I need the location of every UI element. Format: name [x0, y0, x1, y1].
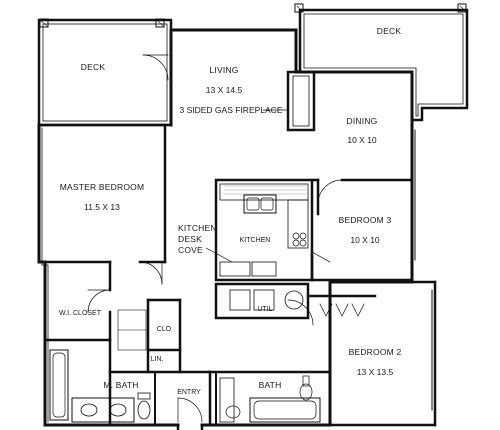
- wi-closet-label: W.I. CLOSET: [58, 310, 102, 317]
- master-bath: [49, 338, 156, 427]
- kitchen: [214, 178, 314, 282]
- bedroom2-walls: [208, 280, 437, 427]
- bath: [215, 371, 321, 426]
- master-bedroom-walls: [37, 123, 167, 264]
- living-size: 13 X 14.5: [205, 85, 243, 95]
- bath-label: BATH: [258, 380, 282, 390]
- deck-left: [37, 18, 173, 127]
- master-bedroom-size: 11.5 X 13: [84, 202, 120, 212]
- deck-left-label: DECK: [80, 62, 106, 72]
- lin-label: LIN.: [150, 356, 164, 363]
- kitchen-desk-line1: KITCHEN: [178, 223, 217, 233]
- bedroom3-size: 10 X 10: [350, 235, 380, 245]
- bedroom3-label: BEDROOM 3: [338, 215, 392, 225]
- kitchen-tile: [223, 185, 307, 195]
- living-dining-walls: [286, 70, 316, 132]
- utility: [214, 282, 310, 320]
- master-bedroom-label: MASTER BEDROOM: [59, 182, 145, 192]
- dining-label: DINING: [346, 116, 378, 126]
- entry-label: ENTRY: [177, 389, 201, 396]
- entry-walls: [176, 370, 212, 430]
- kitchen-desk-line3: COVE: [178, 245, 203, 255]
- bedroom2-size: 13 X 13.5: [356, 367, 394, 377]
- deck-right-label: DECK: [376, 26, 402, 36]
- bedroom2-label: BEDROOM 2: [348, 347, 402, 357]
- deck-right: [294, 3, 469, 122]
- clo-label: CLO: [156, 326, 172, 333]
- wi-closet-walls: [43, 260, 112, 342]
- bifold-doors: [319, 303, 365, 317]
- util-label: UTIL: [257, 306, 273, 313]
- master-bath-label: M. BATH: [103, 380, 139, 390]
- kitchen-label: KITCHEN: [239, 237, 271, 244]
- closet-walls: [108, 298, 212, 374]
- bedroom3-walls: [310, 178, 414, 282]
- dining-size: 10 X 10: [347, 135, 377, 145]
- kitchen-desk-line2: DESK: [178, 234, 202, 244]
- living-label: LIVING: [209, 65, 239, 75]
- fireplace-label: 3 SIDED GAS FIREPLACE: [179, 105, 283, 115]
